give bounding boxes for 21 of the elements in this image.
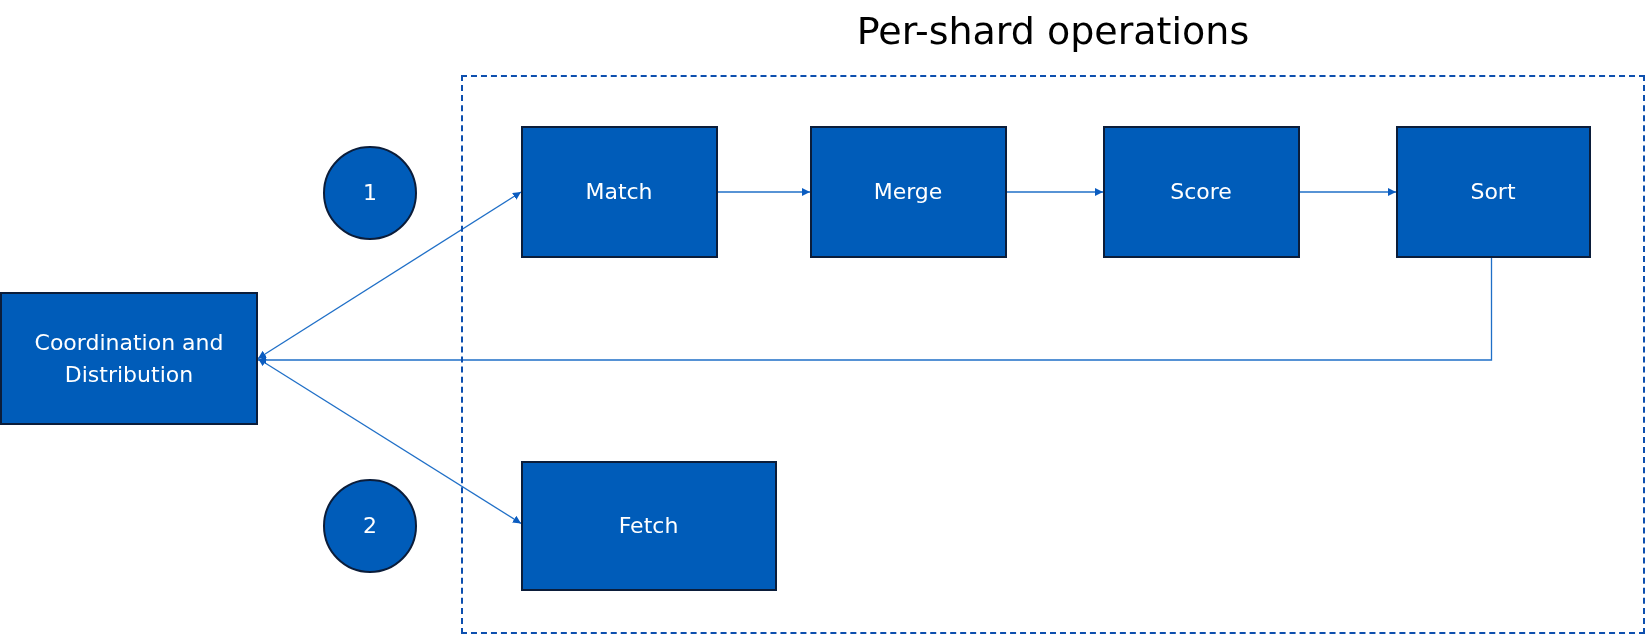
arrow [717, 188, 811, 196]
process-box [809, 125, 1007, 258]
process-box [1395, 125, 1591, 258]
arrow [257, 357, 522, 525]
box-label: Merge [873, 177, 943, 206]
arrow [257, 191, 522, 360]
arrow [1006, 188, 1104, 196]
arrow [1299, 188, 1397, 196]
box-label: Match [585, 177, 653, 206]
box-label: Sort [1470, 177, 1516, 206]
process-box [0, 292, 258, 425]
process-box [520, 460, 777, 591]
box-label: Score [1170, 177, 1232, 206]
box-label: Fetch [618, 511, 679, 540]
arrow [257, 257, 1493, 364]
step-number: 1 [363, 179, 377, 208]
process-box [1102, 125, 1300, 258]
process-box [520, 125, 718, 258]
step-number: 2 [363, 512, 377, 541]
group-title: Per-shard operations [856, 9, 1250, 53]
box-label: Coordination and Distribution [33, 328, 225, 389]
